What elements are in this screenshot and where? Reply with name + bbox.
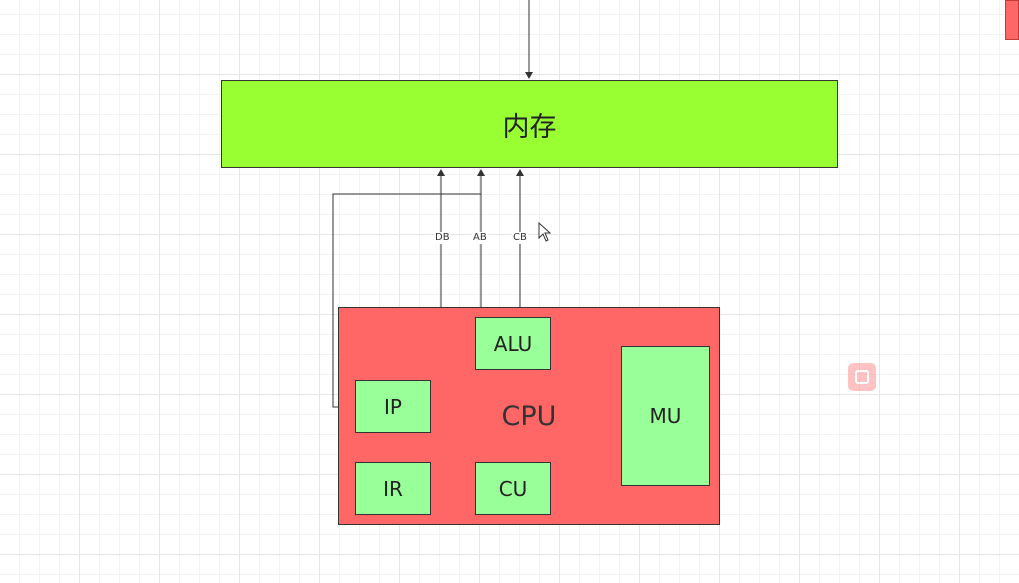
memory-block[interactable]: 内存 — [221, 80, 838, 168]
cu-label: CU — [498, 476, 528, 501]
partial-shape[interactable] — [1005, 0, 1019, 40]
alu-block[interactable]: ALU — [475, 317, 551, 370]
ip-block[interactable]: IP — [355, 380, 431, 433]
ir-block[interactable]: IR — [355, 462, 431, 515]
db-bus-label: DB — [434, 232, 451, 244]
ab-bus-label: AB — [472, 232, 488, 244]
cu-block[interactable]: CU — [475, 462, 551, 515]
mu-block[interactable]: MU — [621, 346, 710, 486]
floating-tool-icon[interactable] — [848, 363, 876, 391]
ir-label: IR — [383, 476, 403, 501]
mu-label: MU — [649, 404, 682, 428]
ip-label: IP — [384, 394, 402, 419]
alu-label: ALU — [493, 331, 533, 356]
mouse-cursor-icon — [538, 222, 552, 242]
cpu-label: CPU — [501, 400, 557, 432]
memory-label: 内存 — [502, 111, 557, 143]
cb-bus-label: CB — [512, 232, 528, 244]
square-icon — [855, 370, 869, 384]
